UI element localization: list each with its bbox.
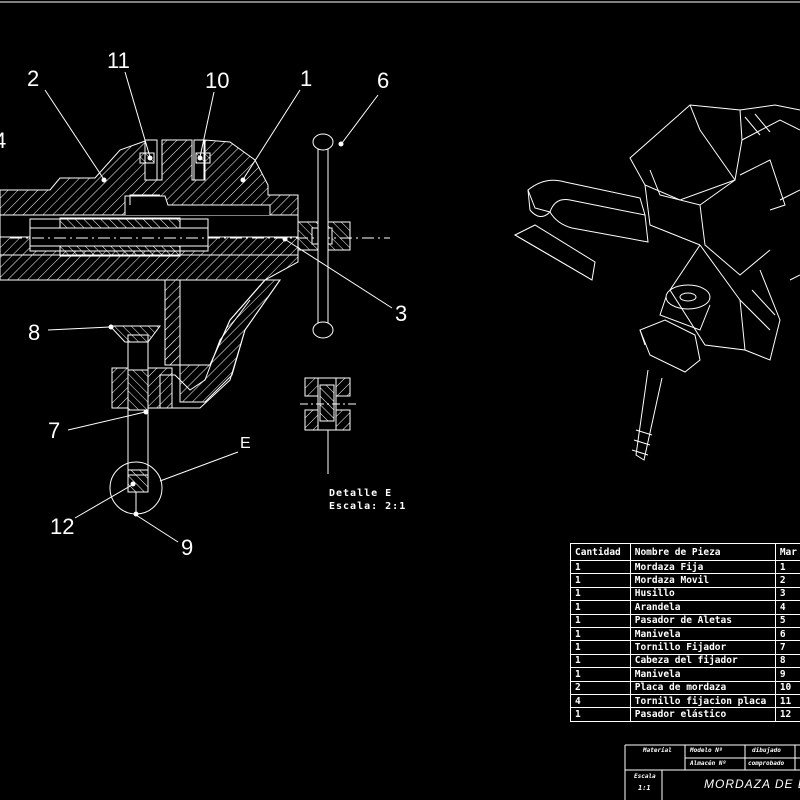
- bom-cell-part-name: Tornillo Fijador: [629, 640, 776, 655]
- bom-cell-mark: 11: [774, 693, 800, 709]
- callout-10: 10: [205, 68, 230, 93]
- callout-12: 12: [50, 514, 75, 539]
- bom-cell-part-name: Cabeza del fijador: [629, 653, 776, 669]
- bom-cell-quantity: 1: [570, 653, 631, 669]
- bom-cell-part-name: Mordaza Fija: [629, 559, 776, 575]
- bom-cell-part-name: Placa de mordaza: [629, 680, 776, 695]
- bom-cell-quantity: 1: [570, 559, 631, 575]
- callout-e: E: [240, 435, 251, 452]
- bom-header-mark: Mar: [774, 543, 800, 561]
- bom-cell-quantity: 1: [570, 586, 631, 602]
- bom-header-row: Cantidad Nombre de Pieza Mar: [570, 543, 800, 561]
- bom-cell-quantity: 1: [570, 640, 631, 655]
- bom-cell-mark: 8: [774, 653, 800, 669]
- callout-6: 6: [377, 68, 390, 93]
- bom-cell-part-name: Husillo: [629, 586, 776, 602]
- bom-cell-part-name: Arandela: [629, 600, 776, 615]
- bom-cell-mark: 12: [774, 707, 800, 722]
- detail-scale: Escala: 2:1: [329, 501, 407, 512]
- bom-cell-mark: 10: [774, 680, 800, 695]
- bom-header-part-name: Nombre de Pieza: [629, 543, 776, 561]
- callout-9: 9: [181, 535, 194, 560]
- title-block-frame: [624, 744, 800, 800]
- bom-cell-quantity: 4: [570, 693, 631, 709]
- bom-cell-part-name: Pasador elástico: [629, 707, 776, 722]
- isometric-view: [513, 104, 800, 461]
- section-view: [0, 133, 390, 515]
- bom-cell-quantity: 1: [570, 600, 631, 615]
- bom-cell-mark: 9: [774, 667, 800, 682]
- callout-7: 7: [48, 418, 61, 443]
- tb-escala-label: Escala: [634, 773, 656, 780]
- bom-cell-mark: 4: [774, 600, 800, 615]
- tb-comprobado-label: comprobado: [748, 760, 785, 767]
- bom-cell-quantity: 1: [570, 573, 631, 588]
- bom-cell-quantity: 1: [570, 707, 631, 722]
- callout-1: 1: [300, 66, 313, 91]
- bom-cell-part-name: Mordaza Movil: [629, 573, 776, 588]
- callout-8: 8: [28, 320, 41, 345]
- bom-cell-mark: 7: [774, 640, 800, 655]
- bom-cell-part-name: Manivela: [629, 667, 776, 682]
- callout-4: 4: [0, 128, 7, 153]
- bom-cell-part-name: Pasador de Aletas: [629, 613, 776, 628]
- tb-material-label: Material: [643, 747, 672, 754]
- leader-lines: [44, 71, 393, 543]
- tb-modelo-label: Modelo Nº: [690, 747, 723, 754]
- callout-11: 11: [107, 48, 130, 73]
- bom-cell-quantity: 2: [570, 680, 631, 695]
- detail-title: Detalle E: [329, 488, 393, 499]
- bom-cell-mark: 6: [774, 626, 800, 642]
- bom-cell-quantity: 1: [570, 613, 631, 628]
- bom-cell-part-name: Manivela: [629, 626, 776, 642]
- detail-caption: Detalle E Escala: 2:1: [329, 487, 406, 513]
- tb-almacen-label: Almacén Nº: [690, 760, 727, 767]
- callout-2: 2: [27, 66, 40, 91]
- tb-escala-value: 1:1: [638, 784, 651, 792]
- tb-drawing-title: MORDAZA DE BA: [704, 777, 800, 791]
- bom-cell-mark: 3: [774, 586, 800, 602]
- tb-dibujado-label: dibujado: [752, 747, 781, 754]
- bom-cell-mark: 1: [774, 559, 800, 575]
- bom-cell-part-name: Tornillo fijacion placa: [629, 693, 776, 709]
- callout-3: 3: [395, 301, 408, 326]
- bom-cell-mark: 2: [774, 573, 800, 588]
- bom-cell-quantity: 1: [570, 626, 631, 642]
- bom-cell-mark: 5: [774, 613, 800, 628]
- bom-header-quantity: Cantidad: [570, 543, 631, 561]
- bom-cell-quantity: 1: [570, 667, 631, 682]
- detail-e-view: [300, 377, 356, 474]
